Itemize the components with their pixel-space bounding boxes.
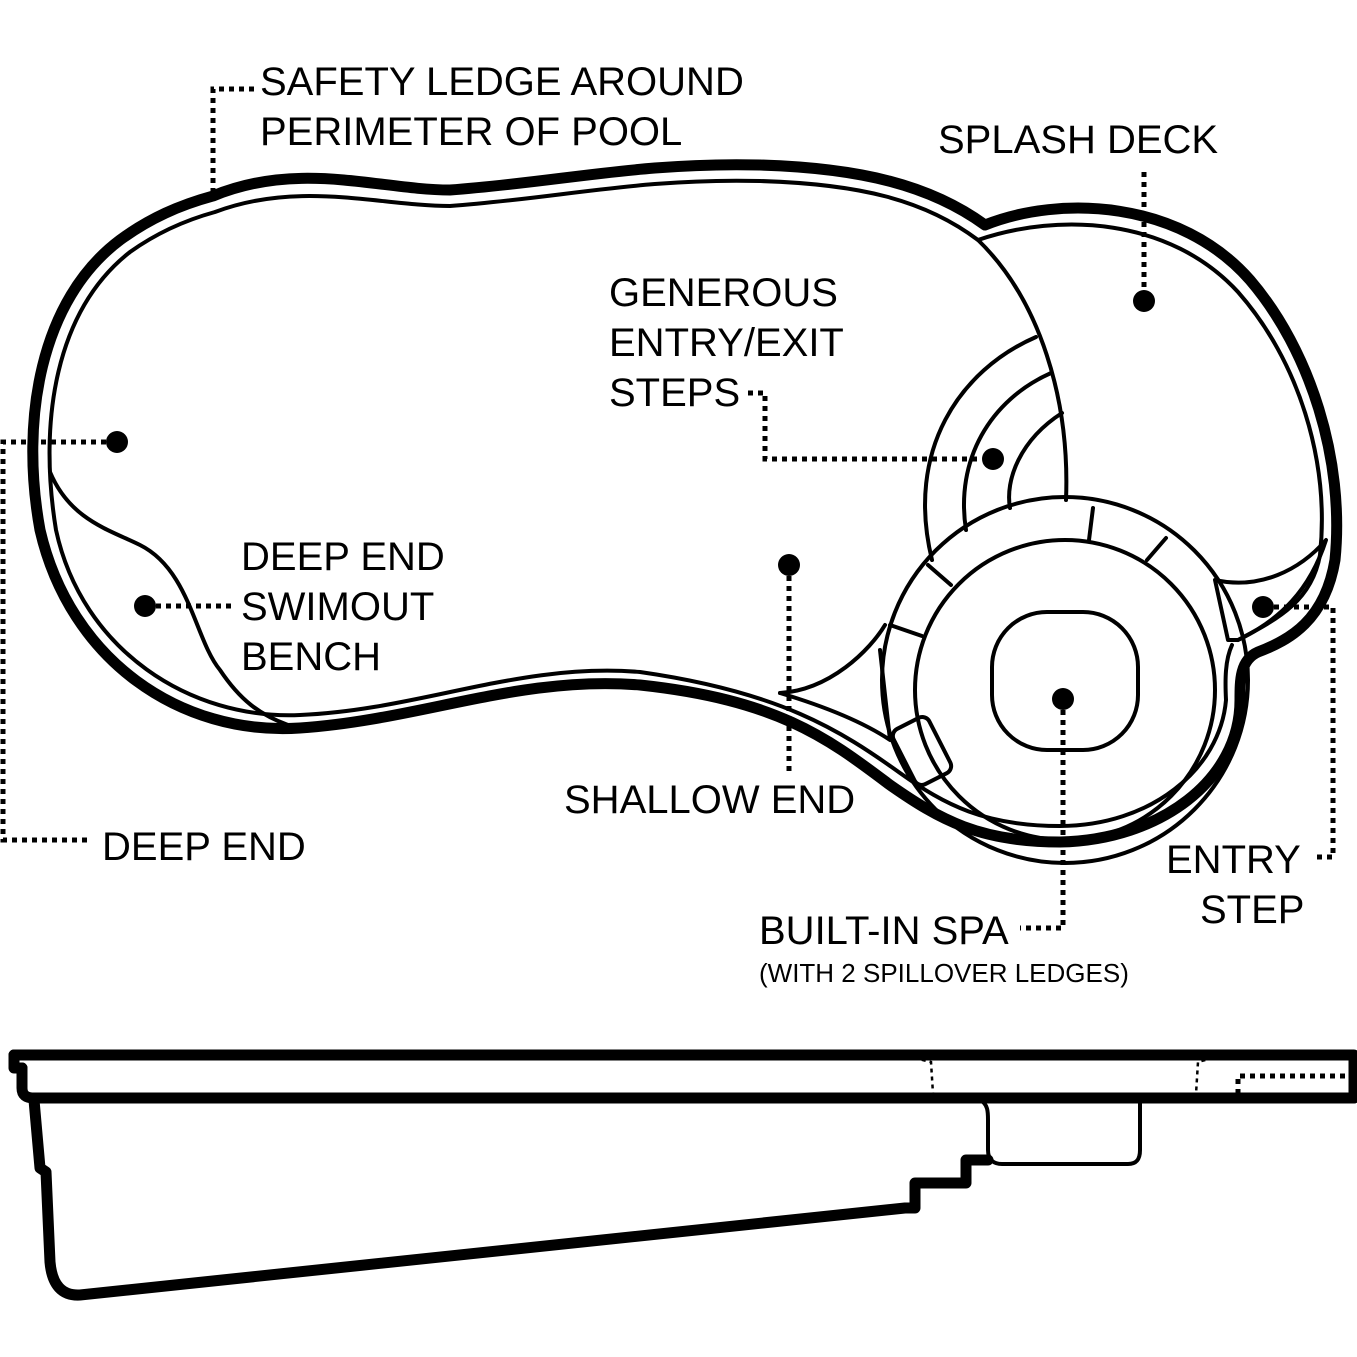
spa-seat-divider [1087, 506, 1095, 542]
label-entry-step-line1: ENTRY [1166, 838, 1301, 882]
label-deep-end: DEEP END [102, 825, 306, 869]
entry-steps-arc-2 [962, 371, 1053, 532]
leader-entry-step [1274, 604, 1336, 860]
spa-footwell [990, 610, 1140, 752]
profile-spa-well [978, 1098, 1142, 1166]
label-entry-step-line2: STEP [1200, 888, 1304, 932]
label-safety-ledge-line1: SAFETY LEDGE AROUND [260, 60, 744, 104]
shallow-end-curve [778, 623, 887, 695]
plan-view: SAFETY LEDGE AROUND PERIMETER OF POOL SP… [0, 60, 1343, 988]
side-profile [8, 1049, 1357, 1301]
entry-steps-arc-1 [923, 335, 1038, 562]
spa-seat-divider [888, 623, 924, 638]
profile-entry-step-outline [1235, 1073, 1350, 1094]
marker-entry-exit-steps [982, 448, 1004, 470]
spa-seat-divider [926, 563, 953, 587]
swimout-bench-edge [48, 470, 290, 727]
marker-deep-end [106, 431, 128, 453]
pool-outer-wall [27, 159, 1343, 848]
label-spa-note: (WITH 2 SPILLOVER LEDGES) [759, 958, 1129, 988]
marker-shallow-end [778, 554, 800, 576]
spa-outer-ring [880, 495, 1250, 865]
label-entry-steps-line3: STEPS [609, 371, 740, 415]
leader-safety-ledge [210, 86, 254, 196]
leader-deep-end [0, 439, 106, 843]
label-entry-steps-line1: GENEROUS [609, 271, 838, 315]
label-entry-steps-line2: ENTRY/EXIT [609, 321, 844, 365]
entry-step-pocket [1213, 538, 1328, 642]
spa-seat-divider [1145, 536, 1168, 562]
label-swimout-line2: SWIMOUT [241, 585, 434, 629]
shallow-end-wedge [778, 648, 892, 742]
profile-ledge-line [16, 1062, 1357, 1104]
label-swimout-line3: BENCH [241, 635, 381, 679]
leader-entry-exit-steps [748, 390, 982, 462]
entry-steps-arc-3 [1007, 411, 1064, 510]
profile-coping-top [8, 1049, 1357, 1104]
spa-step-block [890, 715, 954, 787]
label-swimout-line1: DEEP END [241, 535, 445, 579]
marker-spa [1052, 688, 1074, 710]
label-shallow-end: SHALLOW END [564, 778, 855, 822]
label-splash-deck: SPLASH DECK [938, 118, 1218, 162]
profile-spillover-ledge-2 [1194, 1056, 1214, 1095]
marker-swimout-bench [134, 595, 156, 617]
profile-pool-shell [28, 1094, 994, 1301]
marker-entry-step [1252, 596, 1274, 618]
leader-spa [1020, 710, 1066, 931]
label-safety-ledge-line2: PERIMETER OF POOL [260, 110, 682, 154]
profile-spillover-ledge-1 [913, 1056, 935, 1095]
splash-deck-edge [976, 238, 1069, 502]
label-spa: BUILT-IN SPA [759, 909, 1009, 953]
marker-splash-deck [1133, 290, 1155, 312]
